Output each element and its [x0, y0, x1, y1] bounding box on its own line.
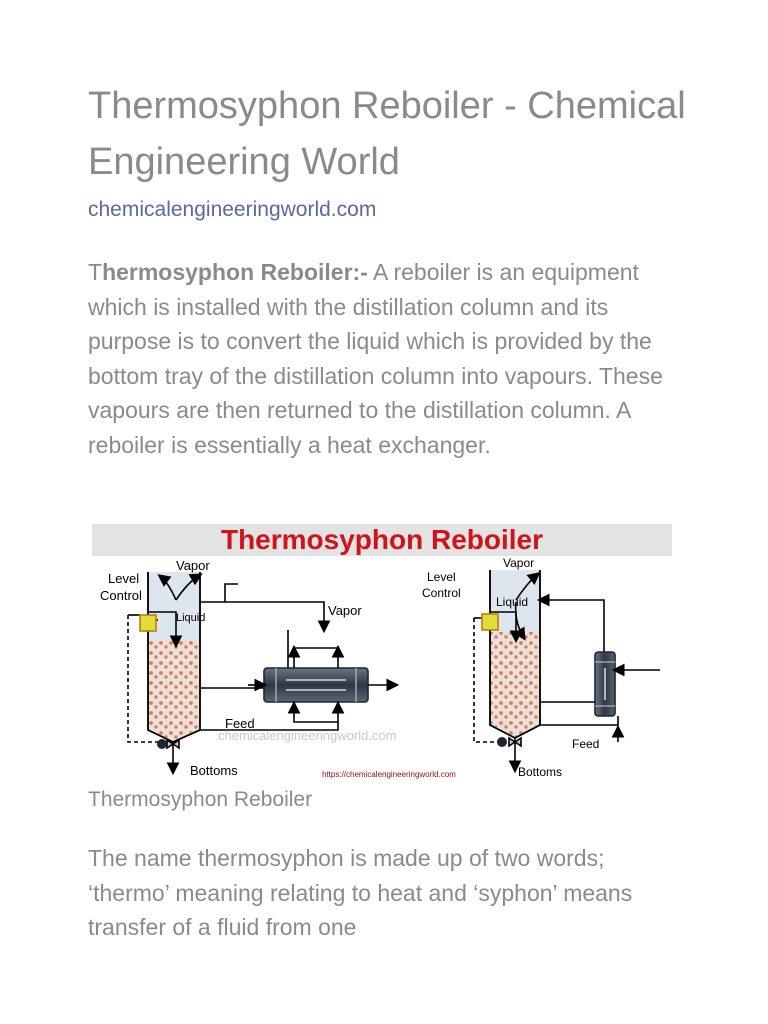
right-feed-label: Feed — [572, 737, 599, 751]
left-level-label-2: Control — [100, 588, 142, 603]
banner-title: Thermosyphon Reboiler — [221, 524, 543, 555]
intro-lead-letter: T — [88, 259, 103, 285]
figure-caption: Thermosyphon Reboiler — [88, 788, 313, 811]
banner-bg — [92, 524, 672, 556]
right-liquid-label: Liquid — [496, 595, 528, 609]
left-level-controller — [139, 614, 157, 632]
source-link[interactable]: chemicalengineeringworld.com — [88, 198, 377, 221]
right-vapor-top-label: Vapor — [503, 556, 534, 570]
page-title: Thermosyphon Reboiler - Chemical Enginee… — [88, 85, 686, 183]
left-vapor-top-label: Vapor — [176, 558, 210, 573]
right-level-controller — [481, 613, 499, 631]
left-heat-exchanger — [263, 667, 369, 703]
left-level-label-1: Level — [108, 571, 139, 586]
reboiler-diagram: Thermosyphon Reboiler — [92, 524, 672, 779]
right-diagram — [473, 570, 660, 774]
right-level-label-2: Control — [422, 586, 461, 600]
left-feed-label: Feed — [225, 716, 255, 731]
left-diagram — [127, 572, 400, 776]
intro-text: A reboiler is an equipment which is inst… — [88, 259, 663, 458]
left-liquid-label: Liquid — [176, 612, 205, 624]
right-bottoms-label: Bottoms — [518, 765, 562, 779]
intro-paragraph: Thermosyphon Reboiler:- A reboiler is an… — [88, 255, 688, 462]
left-bottoms-label: Bottoms — [190, 763, 238, 778]
figure-url: https://chemicalengineeringworld.com — [322, 770, 456, 779]
right-level-label-1: Level — [427, 570, 456, 584]
figure-watermark: chemicalengineeringworld.com — [218, 728, 396, 743]
intro-bold-term: hermosyphon Reboiler:- — [102, 259, 368, 285]
left-liquid-bed — [149, 640, 199, 741]
left-vapor-side-label: Vapor — [328, 603, 362, 618]
body-paragraph-2: The name thermosyphon is made up of two … — [88, 845, 633, 940]
right-liquid-bed — [491, 632, 539, 737]
